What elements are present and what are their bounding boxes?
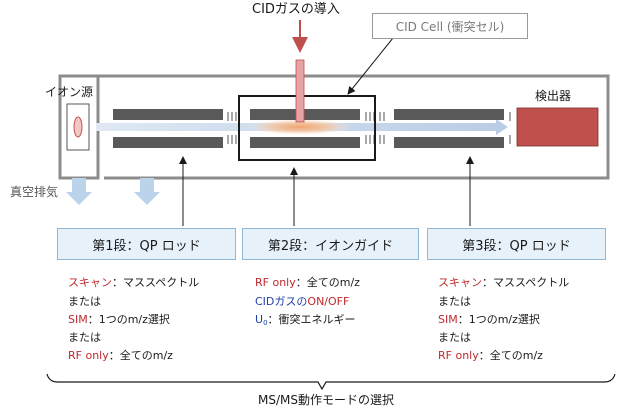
col1-or1: または [68, 295, 101, 308]
ion-beam-arrow [496, 119, 508, 135]
bottom-label: MS/MS動作モードの選択 [258, 393, 394, 407]
stage1-box: 第1段：QP ロッド [57, 228, 236, 260]
col2-line1: RF only：全てのm/z [255, 276, 360, 289]
cid-cell [238, 95, 376, 161]
stage2-rod-upper [250, 109, 360, 120]
col3-line3: RF only：全てのm/z [438, 349, 543, 362]
col1-line3: RF only：全てのm/z [68, 349, 173, 362]
detector-block [516, 107, 599, 147]
vacuum-label: 真空排気 [10, 185, 59, 199]
col2-line2: CIDガスのON/OFF [255, 295, 350, 308]
col3-line2: SIM：1つのm/z選択 [438, 313, 540, 326]
lens-plates [227, 112, 511, 144]
col1-line2: SIM：1つのm/z選択 [68, 313, 170, 326]
stage2-box: 第2段：イオンガイド [242, 228, 419, 260]
stage3-box: 第3段：QP ロッド [427, 228, 606, 260]
gas-inlet-tube [295, 59, 305, 123]
cid-cell-callout [347, 37, 394, 95]
vacuum-arrow-2 [134, 178, 160, 205]
stage1-rod-lower [113, 137, 223, 148]
detector-label: 検出器 [535, 89, 572, 103]
stage1-rod-upper [113, 109, 223, 120]
gas-inlet-title: CIDガスの導入 [252, 2, 340, 17]
vacuum-chamber [58, 74, 610, 180]
collision-glow [248, 119, 352, 135]
col1-or2: または [68, 331, 101, 344]
cid-cell-label: CID Cell (衝突セル) [372, 13, 528, 39]
ion-source-label: イオン源 [45, 85, 94, 99]
col3-line1: スキャン：マススペクトル [438, 276, 570, 289]
stage3-rod-lower [394, 137, 504, 148]
col2-line3: U0：衝突エネルギー [255, 313, 356, 327]
col1-line1: スキャン：マススペクトル [68, 276, 200, 289]
ion-source-spot [73, 116, 83, 138]
bottom-brace [46, 373, 616, 391]
stage3-rod-upper [394, 109, 504, 120]
vacuum-arrow-1 [66, 178, 92, 205]
stage2-rod-lower [250, 137, 360, 148]
col3-or1: または [438, 295, 471, 308]
col3-or2: または [438, 331, 471, 344]
